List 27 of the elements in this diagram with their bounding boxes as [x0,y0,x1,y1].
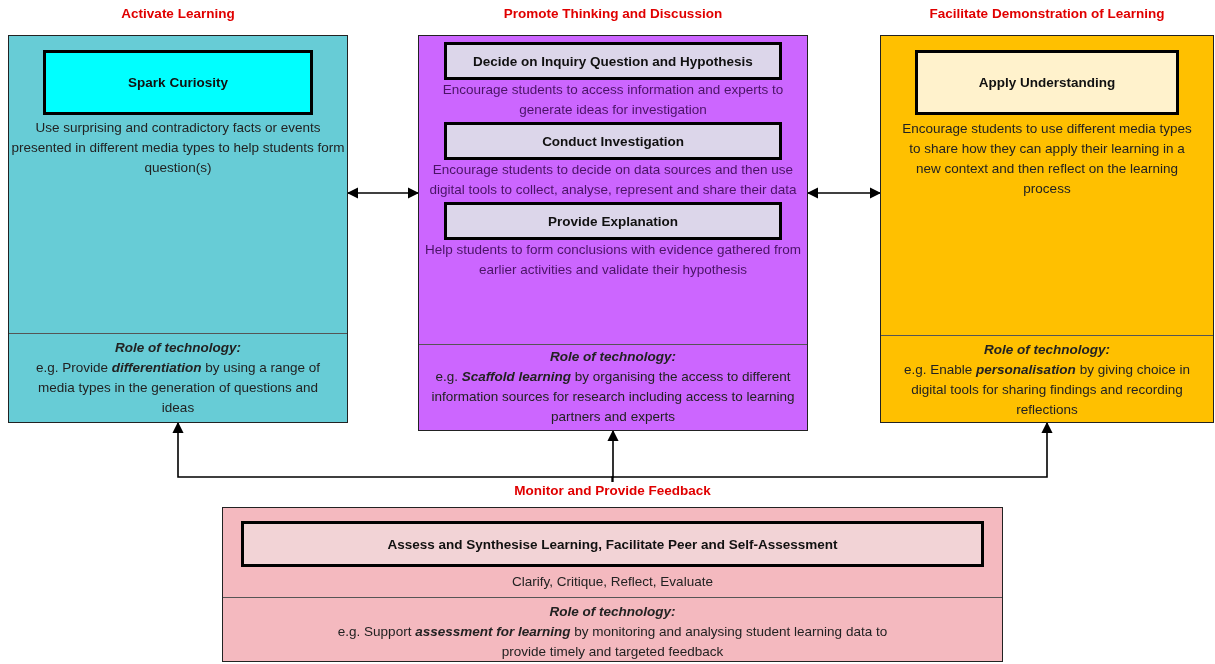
role-description: e.g. Provide differentiation by using a range of media types in the generation of questions and ideas [34,359,322,417]
step-box: Apply Understanding [915,50,1179,115]
connector-arrow [806,187,882,199]
step-box: Provide Explanation [444,202,782,240]
step-description: Use surprising and contradictory facts or events presented in different media types to help students form question(s) [10,119,346,177]
section-heading: Promote Thinking and Discussion [502,5,724,23]
role-description: e.g. Enable personalisation by giving choice in digital tools for sharing findings and recording reflections [903,361,1191,419]
step-box: Spark Curiosity [43,50,313,115]
section-heading: Activate Learning [120,5,236,23]
role-heading: Role of technology: [548,603,677,621]
connector-arrow [346,187,420,199]
role-heading: Role of technology: [549,348,677,366]
step-description: Encourage students to decide on data sources and then use digital tools to collect, analyse, represent and share their data [428,161,798,199]
role-description: e.g. Scaffold learning by organising the access to different information sources for research including access to learning partners and experts [430,368,796,426]
step-description: Encourage students to use different media types to share how they can apply their learning in a new context and then reflect on the learning process [901,120,1193,198]
step-box: Assess and Synthesise Learning, Facilitate Peer and Self-Assessment [241,521,984,567]
connector-arrow [611,421,1053,483]
step-description: Help students to form conclusions with evidence gathered from earlier activities and validate their hypothesis [424,241,802,279]
step-description: Clarify, Critique, Reflect, Evaluate [511,573,714,591]
role-description: e.g. Support assessment for learning by monitoring and analysing student learning data to provide timely and targeted feedback [336,623,889,661]
step-box: Conduct Investigation [444,122,782,160]
role-heading: Role of technology: [114,339,242,357]
role-heading: Role of technology: [983,341,1111,359]
step-box: Decide on Inquiry Question and Hypothesis [444,42,782,80]
section-heading: Monitor and Provide Feedback [513,482,712,500]
step-description: Encourage students to access information and experts to generate ideas for investigation [441,81,785,119]
section-heading: Facilitate Demonstration of Learning [928,5,1166,23]
